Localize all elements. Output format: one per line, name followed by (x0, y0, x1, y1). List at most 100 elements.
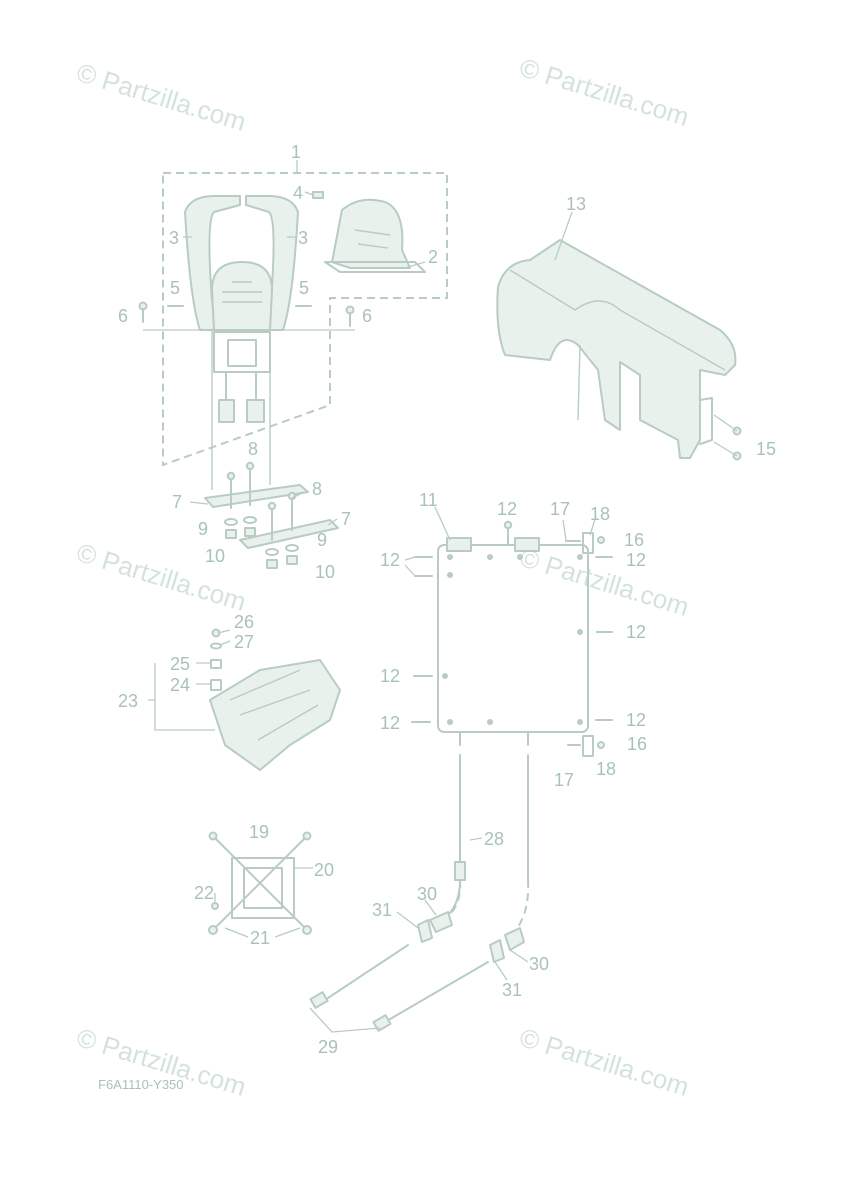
plate-19 (231, 857, 295, 919)
clip-11b (514, 537, 540, 552)
screw-4 (312, 191, 324, 199)
callout-3-right: 3 (298, 228, 308, 248)
callout-18-lower: 18 (596, 759, 616, 779)
leader-line (189, 492, 338, 526)
leader-line (309, 1007, 381, 1033)
panel-detail (354, 229, 391, 249)
leader-line (713, 414, 738, 457)
bracket-18 (582, 532, 594, 554)
lever-housing (211, 261, 273, 331)
hole (442, 673, 448, 679)
callout-19: 19 (249, 822, 269, 842)
nut-10 (286, 555, 298, 565)
callout-12-right-mid: 12 (626, 622, 646, 642)
diagram-code: F6A1110-Y350 (98, 1077, 184, 1092)
callout-12-left-lower: 12 (380, 713, 400, 733)
watermark: © Partzilla.com (516, 52, 692, 132)
callout-5-right: 5 (299, 278, 309, 298)
bracket-15 (699, 397, 713, 445)
hole (487, 719, 493, 725)
bracket-18 (582, 735, 594, 757)
callout-8-lower: 8 (312, 479, 322, 499)
bolt-head (287, 491, 297, 501)
cable-29-a (324, 944, 409, 1001)
switch-inner (227, 339, 257, 367)
rail-7-lower (239, 519, 339, 549)
callout-23: 23 (118, 691, 138, 711)
callout-22: 22 (194, 883, 214, 903)
hole (447, 572, 453, 578)
cover-right (245, 195, 299, 331)
assembly-outline (162, 172, 448, 467)
leader-line (396, 899, 529, 981)
leader-line (554, 211, 573, 261)
callout-31-upper: 31 (372, 900, 392, 920)
callout-10-right: 10 (315, 562, 335, 582)
part-25 (210, 659, 222, 669)
watermark: © Partzilla.com (516, 1022, 692, 1102)
bolt-8 (230, 467, 293, 541)
callout-20: 20 (314, 860, 334, 880)
callout-18-upper: 18 (590, 504, 610, 524)
callout-30-upper: 30 (417, 884, 437, 904)
callout-3-left: 3 (169, 228, 179, 248)
leader-line (304, 191, 314, 196)
screw-corner (208, 831, 218, 841)
screw-12-head (503, 520, 513, 530)
callout-8-upper: 8 (248, 439, 258, 459)
leader-line (404, 261, 426, 269)
bolt-head (267, 501, 277, 511)
bracket-body (209, 659, 341, 771)
callout-13: 13 (566, 194, 586, 214)
cover-body (496, 239, 737, 459)
callout-16-lower: 16 (627, 734, 647, 754)
cover-edge (509, 269, 726, 421)
callout-26: 26 (234, 612, 254, 632)
plate-19-inner (243, 867, 283, 909)
leader-lines (183, 160, 597, 981)
leader-line (148, 663, 215, 731)
callout-27: 27 (234, 632, 254, 652)
leader-line (214, 867, 313, 938)
callout-5-left: 5 (170, 278, 180, 298)
nut-10 (266, 559, 278, 569)
cover-left (184, 195, 241, 331)
connector (246, 399, 265, 423)
callout-6-left: 6 (118, 306, 128, 326)
washer-9 (285, 544, 299, 552)
control-box-assembly (138, 172, 448, 490)
leader-line (196, 629, 231, 685)
leader-line (469, 837, 483, 841)
callout-7-lower: 7 (341, 509, 351, 529)
box-plate (437, 544, 589, 733)
cable-29-end (372, 1014, 392, 1032)
callout-31-lower: 31 (502, 980, 522, 1000)
rail-set (204, 461, 339, 569)
hole (577, 554, 583, 560)
washer-9 (224, 518, 238, 526)
hole (447, 554, 453, 560)
bracket-23 (148, 628, 341, 771)
lever-detail (222, 281, 262, 303)
callout-9-right: 9 (317, 530, 327, 550)
strap-20 (214, 837, 306, 929)
hole (517, 554, 523, 560)
clip-31-upper (417, 919, 433, 943)
cable-28-right-path (511, 879, 530, 936)
callout-labels: 1 2 3 3 4 5 5 6 6 7 7 8 8 9 9 10 10 11 1… (118, 142, 776, 1057)
nut-16 (597, 536, 605, 544)
coupler-30-upper (429, 911, 453, 933)
washer-9 (243, 516, 257, 524)
cable-assembly (309, 754, 530, 1033)
washer-27 (210, 642, 222, 650)
callout-28: 28 (484, 829, 504, 849)
callout-30-lower: 30 (529, 954, 549, 974)
coupler-30-lower (504, 927, 525, 951)
callout-10-left: 10 (205, 546, 225, 566)
callout-24: 24 (170, 675, 190, 695)
hole (447, 719, 453, 725)
bolt-head (226, 471, 236, 481)
bolt-head (245, 461, 255, 471)
electrical-box (411, 520, 613, 757)
callout-17-upper: 17 (550, 499, 570, 519)
